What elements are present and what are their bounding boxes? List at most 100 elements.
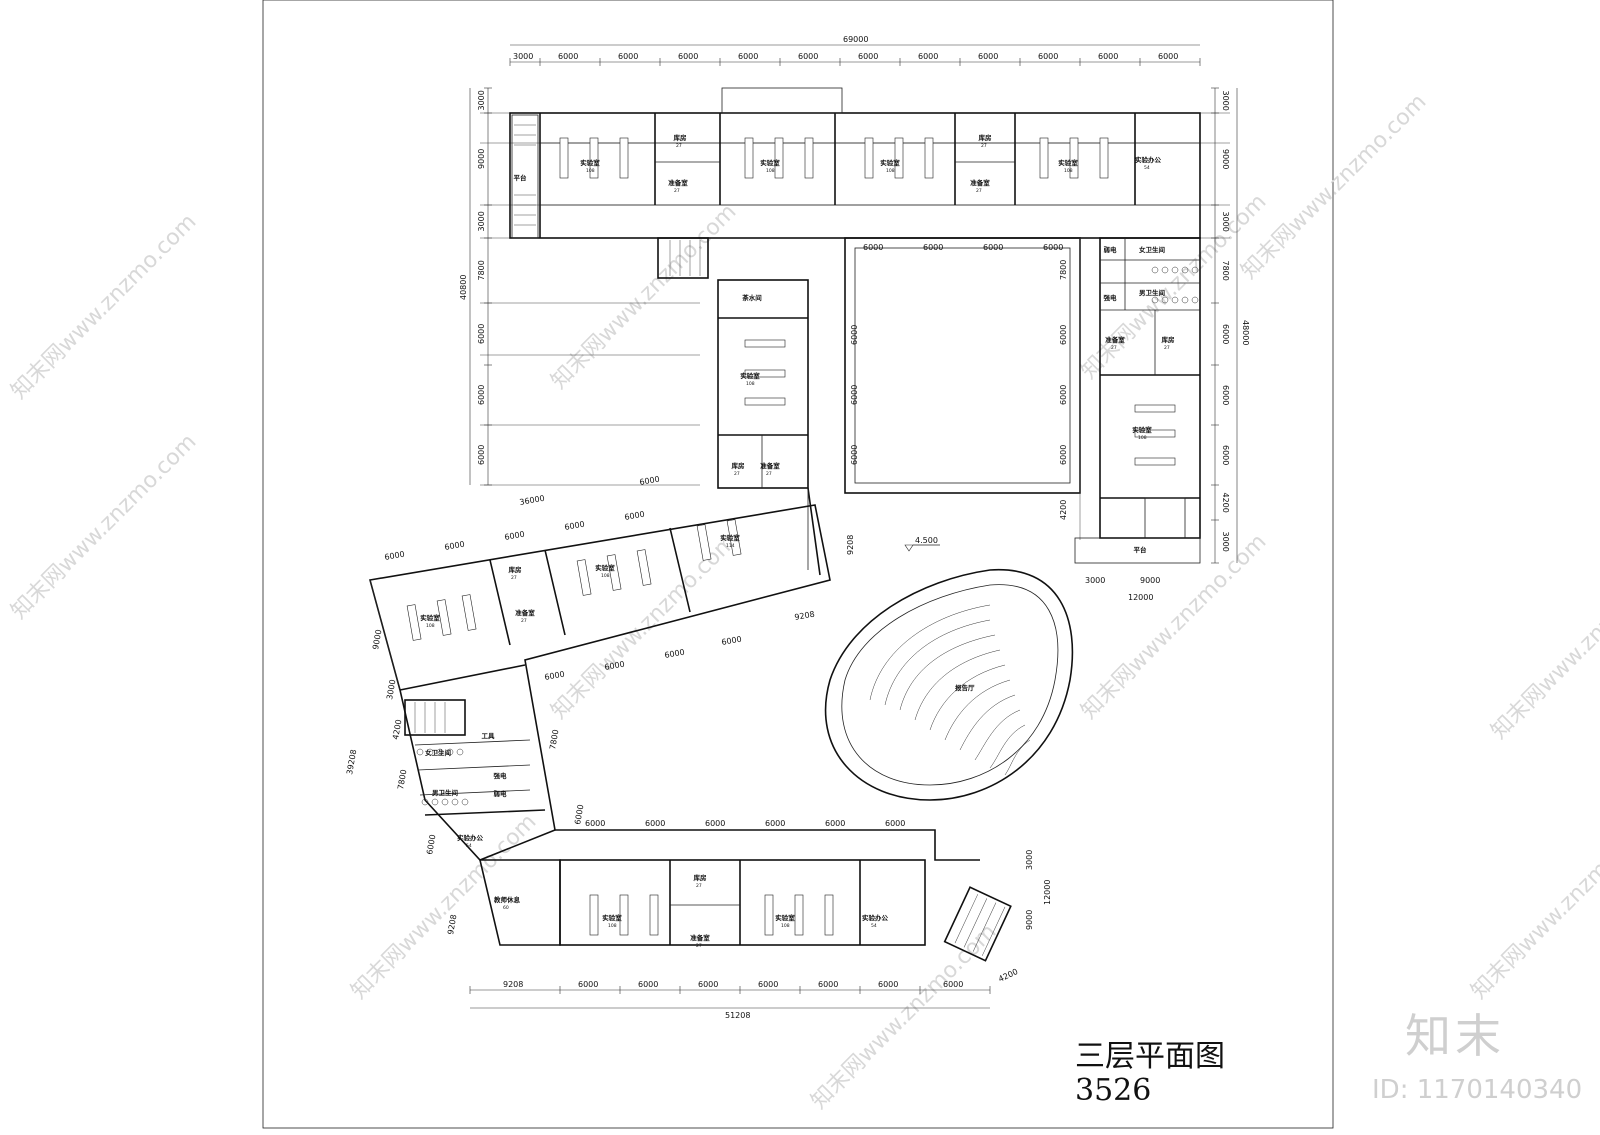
dim-west-inner: 6000 — [604, 660, 626, 672]
watermark: 知末网www.znzmo.com — [807, 919, 1002, 1114]
dim-inner-left: 6000 — [850, 385, 859, 405]
dim-south-bottom: 6000 — [818, 980, 838, 989]
dim-west-left: 3000 — [385, 679, 397, 701]
dim-west-left-total: 39208 — [345, 749, 358, 776]
north-lab-furniture — [559, 137, 1109, 179]
dim-inner-top: 6000 — [863, 243, 883, 252]
room-area: 27 — [1164, 345, 1170, 351]
room-label: 实验室 — [740, 371, 760, 380]
dim-top-segment: 6000 — [978, 52, 998, 61]
dim-top-segment: 6000 — [1158, 52, 1178, 61]
courtyard — [844, 237, 1081, 540]
dim-south-bottom: 6000 — [638, 980, 658, 989]
room-area: 108 — [781, 923, 790, 929]
dim-east-bottom: 3000 — [1085, 576, 1105, 585]
dim-left-total: 40800 — [459, 275, 468, 300]
dim-west-top-total: 36000 — [519, 494, 546, 507]
dim-inner-right: 6000 — [1059, 445, 1068, 465]
dim-inner-top: 6000 — [923, 243, 943, 252]
room-area: 54 — [466, 843, 472, 849]
room-label: 实验室 — [720, 533, 740, 542]
dim-right-segment: 3000 — [1221, 91, 1230, 111]
dim-right-segment: 3000 — [1221, 532, 1230, 552]
dim-inner-top: 6000 — [1043, 243, 1063, 252]
room-label: 实验室 — [760, 158, 780, 167]
room-label: 库房 — [509, 565, 523, 574]
dim-right-segment: 4200 — [1221, 493, 1230, 513]
dim-top-segment: 6000 — [678, 52, 698, 61]
room-area: 27 — [696, 883, 702, 889]
dim-east-bottom-total: 12000 — [1128, 593, 1153, 602]
dim-west-top: 6000 — [444, 540, 466, 552]
dim-left-segment: 3000 — [477, 211, 486, 231]
dim-inner-right: 6000 — [1059, 385, 1068, 405]
dim-south-right: 3000 — [1025, 850, 1034, 870]
room-labels: 平台实验室108库房27准备室27实验室108实验室108库房27准备室27实验… — [420, 133, 1175, 949]
level-mark: 4.500 — [904, 536, 940, 552]
dim-inner-left: 6000 — [850, 325, 859, 345]
dim-top-segment: 6000 — [918, 52, 938, 61]
room-area: 27 — [676, 143, 682, 149]
room-label: 实验办公 — [1135, 155, 1162, 164]
watermark: 知末网www.znzmo.com — [347, 809, 542, 1004]
dim-west-vertical: 6000 — [573, 804, 585, 826]
dim-south-right-total: 12000 — [1043, 880, 1052, 905]
watermark: 知末网www.znzmo.com — [1077, 189, 1272, 384]
room-area: 108 — [608, 923, 617, 929]
dim-left-segment: 6000 — [477, 445, 486, 465]
room-area: 108 — [1138, 435, 1147, 441]
sheet-border — [262, 0, 1334, 1129]
dim-south-left: 9208 — [446, 914, 458, 936]
dim-top-total: 69000 — [843, 35, 868, 44]
room-label: 库房 — [979, 133, 993, 142]
dim-top-segment: 6000 — [618, 52, 638, 61]
brand-id: ID: 1170140340 — [1372, 1075, 1583, 1105]
watermark-layer: 知末网www.znzmo.com 知末网www.znzmo.com 知末网www… — [7, 89, 1600, 1114]
dim-left-segment: 7800 — [477, 260, 486, 280]
dim-right-segment: 7800 — [1221, 261, 1230, 281]
room-label: 茶水间 — [741, 293, 762, 302]
dim-west-left: 4200 — [391, 719, 403, 741]
dim-west-top: 6000 — [504, 530, 526, 542]
central-block — [717, 279, 821, 576]
room-label: 女卫生间 — [425, 748, 452, 757]
dim-south-bottom: 6000 — [698, 980, 718, 989]
room-label: 实验室 — [1132, 425, 1152, 434]
room-label: 实验室 — [602, 913, 622, 922]
room-label: 准备室 — [690, 933, 710, 942]
dim-west-inner: 6000 — [721, 635, 743, 647]
auditorium — [824, 569, 1074, 801]
watermark: 知末网www.znzmo.com — [547, 199, 742, 394]
room-label: 实验室 — [880, 158, 900, 167]
east-wing — [1074, 237, 1201, 564]
dim-south-bottom: 6000 — [878, 980, 898, 989]
dim-west-inner: 6000 — [664, 648, 686, 660]
dim-west-inner: 6000 — [544, 670, 566, 682]
room-label: 准备室 — [970, 178, 990, 187]
dim-top-segment: 6000 — [738, 52, 758, 61]
room-area: 27 — [981, 143, 987, 149]
room-label: 准备室 — [515, 608, 535, 617]
room-area: 27 — [734, 471, 740, 477]
room-area: 54 — [871, 923, 877, 929]
room-area: 27 — [511, 575, 517, 581]
room-area: 27 — [766, 471, 772, 477]
room-label: 平台 — [514, 173, 528, 182]
dim-top-segment: 6000 — [1098, 52, 1118, 61]
room-label: 实验办公 — [457, 833, 484, 842]
room-area: 27 — [521, 618, 527, 624]
watermark: 知末网www.znzmo.com — [7, 429, 202, 624]
dim-right-total: 48000 — [1241, 320, 1250, 345]
dim-inner-right: 7800 — [1059, 260, 1068, 280]
room-label: 实验室 — [420, 613, 440, 622]
room-label: 实验室 — [580, 158, 600, 167]
dimension-right: 48000 3000900030007800600060006000420030… — [1211, 87, 1250, 564]
room-label: 报告厅 — [955, 683, 975, 692]
watermark: 知末网www.znzmo.com — [1467, 809, 1600, 1004]
room-label: 女卫生间 — [1139, 245, 1166, 254]
south-wing — [478, 829, 1012, 962]
room-label: 库房 — [694, 873, 708, 882]
watermark: 知末网www.znzmo.com — [1077, 529, 1272, 724]
